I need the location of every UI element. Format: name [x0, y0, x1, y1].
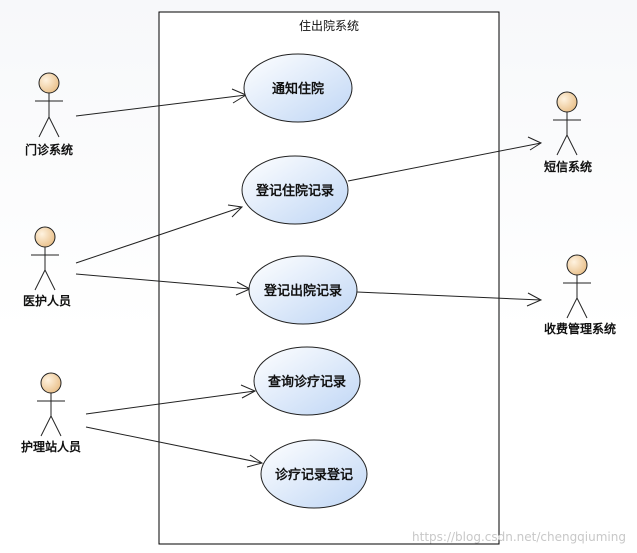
- actor-leg-left: [556, 134, 568, 156]
- actor-leg-right: [566, 134, 578, 156]
- actor-head: [556, 91, 578, 113]
- use-case-ellipse: [241, 155, 349, 225]
- actor-sms[interactable]: [553, 91, 581, 156]
- assoc-discharge-billing: [356, 291, 542, 301]
- use-case-query-treatment[interactable]: 查询诊疗记录: [253, 346, 361, 416]
- actor-label-outpatient: 门诊系统: [25, 142, 73, 157]
- actor-medical-staff[interactable]: [31, 226, 59, 291]
- assoc-admission-sms: [347, 142, 542, 182]
- actor-label-sms: 短信系统: [544, 159, 592, 174]
- use-case-label: 登记出院记录: [263, 283, 342, 299]
- actor-label-nurse-station: 护理站人员: [21, 439, 81, 454]
- actor-label-medical-staff: 医护人员: [23, 293, 71, 308]
- assoc-nurse-query: [85, 390, 256, 415]
- assoc-nurse-record: [85, 426, 263, 464]
- actor-leg-left: [34, 269, 46, 291]
- actor-leg-left: [38, 116, 50, 138]
- arrowhead: [526, 292, 543, 307]
- actor-leg-left: [566, 297, 578, 319]
- use-case-ellipse: [243, 53, 353, 123]
- arrowhead: [527, 136, 543, 151]
- assoc-staff-discharge: [75, 273, 251, 290]
- arrowhead: [240, 384, 257, 399]
- arrowhead: [227, 204, 244, 218]
- assoc-outpatient-notify: [75, 94, 247, 117]
- actor-outpatient[interactable]: [35, 72, 63, 138]
- assoc-staff-admission: [75, 206, 243, 264]
- actor-leg-right: [50, 415, 62, 437]
- actor-head: [566, 254, 588, 276]
- system-title: 住出院系统: [299, 19, 359, 33]
- use-case-notify[interactable]: 通知住院: [243, 53, 353, 123]
- actor-head: [34, 226, 56, 248]
- use-case-ellipse: [253, 346, 361, 416]
- actor-billing[interactable]: [563, 254, 591, 319]
- use-case-register-admission[interactable]: 登记住院记录: [241, 155, 349, 225]
- actor-leg-right: [576, 297, 588, 319]
- use-case-label: 通知住院: [272, 81, 324, 97]
- watermark: https://blog.csdn.net/chengqiuming: [412, 530, 626, 544]
- use-case-record-treatment[interactable]: 诊疗记录登记: [260, 439, 368, 509]
- actor-head: [38, 72, 60, 94]
- actor-label-billing: 收费管理系统: [544, 321, 616, 336]
- use-case-label: 登记住院记录: [255, 183, 334, 199]
- actor-nurse-station[interactable]: [37, 372, 65, 437]
- arrowhead: [246, 454, 264, 468]
- use-case-ellipse: [248, 255, 358, 325]
- use-case-register-discharge[interactable]: 登记出院记录: [248, 255, 358, 325]
- actor-leg-left: [40, 415, 52, 437]
- use-case-label: 诊疗记录登记: [275, 467, 353, 483]
- actor-leg-right: [44, 269, 56, 291]
- associations: [75, 88, 543, 468]
- actor-leg-right: [48, 116, 60, 138]
- use-case-label: 查询诊疗记录: [267, 374, 346, 390]
- actor-head: [40, 372, 62, 394]
- use-case-ellipse: [260, 439, 368, 509]
